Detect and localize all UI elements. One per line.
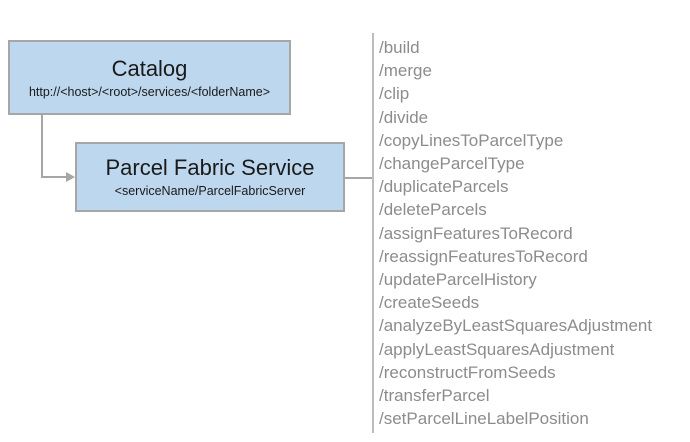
service-title: Parcel Fabric Service xyxy=(105,155,315,180)
endpoint-item: /assignFeaturesToRecord xyxy=(379,223,573,243)
parcel-fabric-service-node: Parcel Fabric Service <serviceName/Parce… xyxy=(75,142,345,212)
service-path: <serviceName/ParcelFabricServer xyxy=(114,184,306,198)
endpoint-item: /duplicateParcels xyxy=(379,177,509,197)
endpoint-item: /merge xyxy=(379,61,432,81)
endpoint-item: /setParcelLineLabelPosition xyxy=(379,409,589,429)
catalog-to-service-connector xyxy=(41,115,67,178)
catalog-url: http://<host>/<root>/services/<folderNam… xyxy=(28,84,271,99)
catalog-node: Catalog http://<host>/<root>/services/<f… xyxy=(8,40,291,115)
endpoint-item: /deleteParcels xyxy=(379,200,487,220)
arrowhead-icon xyxy=(66,172,75,182)
endpoint-item: /updateParcelHistory xyxy=(379,270,537,290)
catalog-title: Catalog xyxy=(111,55,188,81)
endpoint-item: /reassignFeaturesToRecord xyxy=(379,246,588,266)
endpoint-item: /analyzeByLeastSquaresAdjustment xyxy=(379,316,653,336)
endpoint-item: /createSeeds xyxy=(379,293,480,313)
endpoint-item: /transferParcel xyxy=(379,386,490,406)
endpoint-item: /copyLinesToParcelType xyxy=(379,130,564,150)
endpoint-item: /build xyxy=(379,38,420,57)
endpoint-item: /reconstructFromSeeds xyxy=(379,362,556,382)
endpoint-item: /divide xyxy=(379,107,429,127)
endpoint-list: /build/merge/clip/divide/copyLinesToParc… xyxy=(379,36,652,430)
endpoint-item: /clip xyxy=(379,84,410,104)
endpoint-item: /changeParcelType xyxy=(379,154,525,174)
endpoint-item: /applyLeastSquaresAdjustment xyxy=(379,339,615,359)
